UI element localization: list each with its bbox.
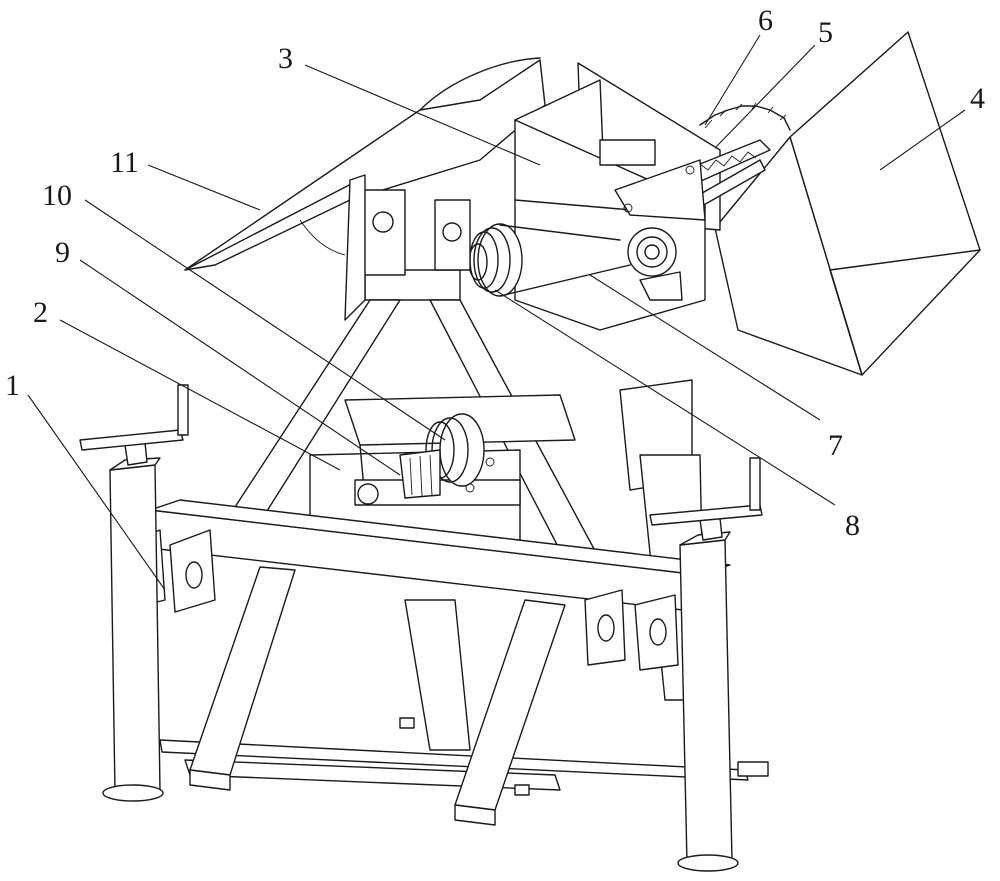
bearing-unit bbox=[627, 227, 683, 301]
leader-lines bbox=[27, 34, 966, 591]
leader-3 bbox=[304, 64, 541, 166]
leader-2 bbox=[59, 319, 341, 471]
motor-platform bbox=[309, 394, 576, 541]
leader-6 bbox=[704, 34, 761, 126]
callout-4: 4 bbox=[970, 82, 985, 115]
leader-7 bbox=[589, 274, 821, 421]
leader-10 bbox=[84, 199, 446, 441]
callout-5: 5 bbox=[818, 16, 833, 49]
callout-1: 1 bbox=[5, 369, 20, 402]
leader-1 bbox=[27, 394, 166, 591]
callout-6: 6 bbox=[758, 4, 773, 37]
callout-3: 3 bbox=[278, 42, 293, 75]
inclined-feed-plate bbox=[184, 57, 546, 271]
callout-11: 11 bbox=[110, 146, 139, 179]
callout-8: 8 bbox=[845, 509, 860, 542]
right-jack-stand bbox=[649, 457, 763, 872]
leader-8 bbox=[494, 289, 836, 506]
lower-frame bbox=[159, 566, 769, 826]
callout-7: 7 bbox=[828, 429, 843, 462]
callout-2: 2 bbox=[33, 296, 48, 329]
hopper bbox=[714, 31, 981, 376]
callout-9: 9 bbox=[55, 236, 70, 269]
leader-5 bbox=[714, 44, 816, 149]
callout-labels: 1 2 3 4 5 6 7 8 9 10 11 bbox=[5, 4, 985, 542]
left-jack-stand bbox=[79, 384, 189, 802]
leader-11 bbox=[147, 164, 261, 211]
leader-9 bbox=[79, 259, 401, 476]
leader-4 bbox=[879, 109, 966, 171]
gear-rack-assembly bbox=[614, 102, 791, 221]
callout-10: 10 bbox=[42, 179, 72, 212]
